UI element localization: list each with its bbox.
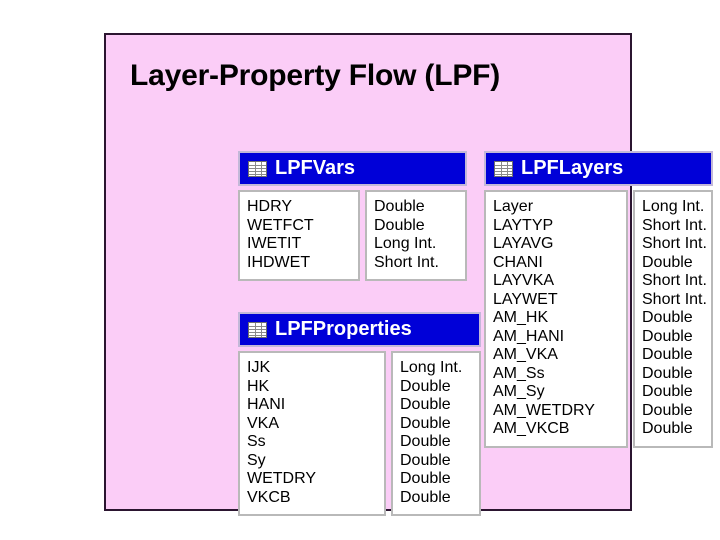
- field-type-column: Long Int. Double Double Double Double Do…: [391, 351, 481, 516]
- field-type: Double: [400, 414, 451, 432]
- field-type: Long Int.: [400, 359, 463, 376]
- field-name: Ss: [247, 433, 266, 450]
- field-type: Short Int.: [642, 290, 707, 308]
- field-type: Double: [400, 377, 451, 395]
- entity-body-lpfvars: HDRY WETFCT IWETIT IHDWET Double Double …: [238, 190, 467, 281]
- field-type: Double: [400, 396, 451, 413]
- field-type: Double: [374, 216, 425, 234]
- table-grid-icon: [248, 321, 267, 338]
- entity-header-lpfproperties: LPFProperties: [238, 312, 481, 347]
- entity-body-lpflayers: Layer LAYTYP LAYAVG CHANI LAYVKA LAYWET …: [484, 190, 713, 448]
- field-type: Double: [400, 488, 451, 506]
- field-name: AM_HANI: [493, 327, 565, 345]
- field-type: Short Int.: [374, 253, 439, 271]
- entity-table-lpflayers[interactable]: LPFLayers Layer LAYTYP LAYAVG CHANI LAYV…: [484, 151, 713, 448]
- field-name: CHANI: [493, 253, 543, 271]
- field-name-column: HDRY WETFCT IWETIT IHDWET: [238, 190, 360, 281]
- field-type-column: Double Double Long Int. Short Int.: [365, 190, 467, 281]
- field-type-column: Long Int. Short Int. Short Int. Double S…: [633, 190, 713, 448]
- field-name: IJK: [247, 359, 271, 376]
- field-type: Short Int.: [642, 235, 707, 252]
- field-type: Long Int.: [642, 198, 705, 215]
- field-type: Double: [400, 451, 451, 469]
- table-grid-icon: [248, 160, 267, 177]
- table-grid-icon: [494, 160, 513, 177]
- field-name: Layer: [493, 198, 534, 215]
- field-name: HDRY: [247, 198, 293, 215]
- field-name: WETDRY: [247, 470, 317, 487]
- field-name: AM_HK: [493, 309, 549, 326]
- field-name: AM_VKA: [493, 346, 558, 363]
- field-type: Double: [642, 364, 693, 382]
- field-name: Sy: [247, 451, 266, 469]
- field-name: VKA: [247, 414, 280, 432]
- entity-title-label: LPFVars: [275, 157, 356, 179]
- field-name: AM_Sy: [493, 383, 545, 400]
- field-type: Double: [642, 383, 693, 400]
- entity-title-label: LPFProperties: [275, 318, 412, 340]
- field-name: AM_WETDRY: [493, 401, 595, 419]
- entity-table-lpfproperties[interactable]: LPFProperties IJK HK HANI VKA Ss Sy WETD…: [238, 312, 481, 516]
- entity-header-lpflayers: LPFLayers: [484, 151, 713, 186]
- field-type: Long Int.: [374, 235, 437, 252]
- entity-header-lpfvars: LPFVars: [238, 151, 467, 186]
- field-name-column: IJK HK HANI VKA Ss Sy WETDRY VKCB: [238, 351, 386, 516]
- field-type: Double: [642, 253, 693, 271]
- field-name: IWETIT: [247, 235, 302, 252]
- field-type: Double: [642, 309, 693, 326]
- field-type: Double: [400, 433, 451, 450]
- entity-table-lpfvars[interactable]: LPFVars HDRY WETFCT IWETIT IHDWET Double…: [238, 151, 467, 281]
- field-name: IHDWET: [247, 253, 311, 271]
- field-name: VKCB: [247, 488, 291, 506]
- field-type: Double: [374, 198, 425, 215]
- field-name: LAYWET: [493, 290, 558, 308]
- entity-body-lpfproperties: IJK HK HANI VKA Ss Sy WETDRY VKCB Long I…: [238, 351, 481, 516]
- field-type: Double: [642, 327, 693, 345]
- field-type: Short Int.: [642, 216, 707, 234]
- field-type: Short Int.: [642, 272, 707, 289]
- content-panel: Layer-Property Flow (LPF) LPFVars HDRY W…: [104, 33, 713, 516]
- entity-title-label: LPFLayers: [521, 157, 624, 179]
- field-type: Double: [642, 420, 693, 437]
- field-type: Double: [642, 346, 693, 363]
- field-type: Double: [642, 401, 693, 419]
- field-name: LAYTYP: [493, 216, 554, 234]
- field-type: Double: [400, 470, 451, 487]
- field-name: HANI: [247, 396, 286, 413]
- field-name: WETFCT: [247, 216, 314, 234]
- page-title: Layer-Property Flow (LPF): [130, 59, 501, 92]
- field-name-column: Layer LAYTYP LAYAVG CHANI LAYVKA LAYWET …: [484, 190, 628, 448]
- field-name: LAYAVG: [493, 235, 554, 252]
- field-name: AM_Ss: [493, 364, 545, 382]
- field-name: LAYVKA: [493, 272, 555, 289]
- field-name: AM_VKCB: [493, 420, 570, 437]
- field-name: HK: [247, 377, 270, 395]
